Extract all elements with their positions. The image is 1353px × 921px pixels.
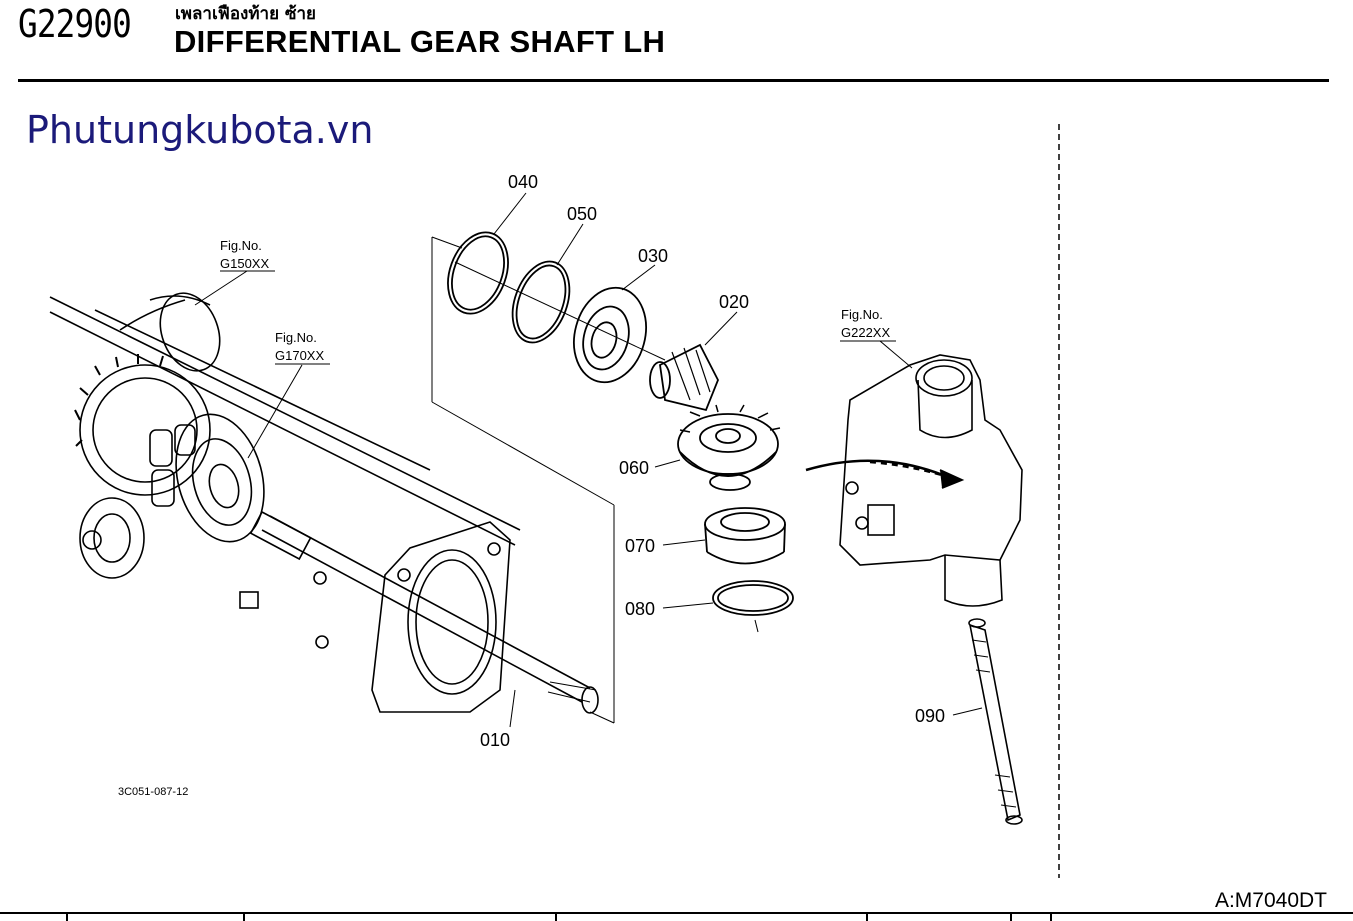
- footer-divider: [243, 912, 245, 921]
- fig-ref-label: Fig.No.: [220, 238, 262, 253]
- part-callout-070: 070: [625, 536, 655, 556]
- part-callout-040: 040: [508, 172, 538, 192]
- figure-reference-g150: Fig.No. G150XX: [220, 238, 269, 271]
- footer-divider: [66, 912, 68, 921]
- part-callout-010: 010: [480, 730, 510, 750]
- diagram-code: G22900: [18, 2, 132, 46]
- fig-ref-value: G170XX: [275, 348, 324, 363]
- watermark: Phutungkubota.vn: [26, 108, 374, 152]
- part-callout-020: 020: [719, 292, 749, 312]
- fig-ref-label: Fig.No.: [275, 330, 317, 345]
- exploded-parts-drawing: [447, 231, 965, 633]
- fig-ref-value: G150XX: [220, 256, 269, 271]
- fig-ref-value: G222XX: [841, 325, 890, 340]
- fig-ref-label: Fig.No.: [841, 307, 883, 322]
- right-housing-drawing: [839, 354, 1023, 825]
- part-callout-080: 080: [625, 599, 655, 619]
- part-callout-090: 090: [915, 706, 945, 726]
- drawing-code: 3C051-087-12: [118, 786, 188, 798]
- page-title: DIFFERENTIAL GEAR SHAFT LH: [174, 24, 666, 59]
- exploded-group-bracket: [431, 236, 615, 724]
- model-reference: A:M7040DT: [1214, 889, 1327, 912]
- leader-lines: [194, 192, 983, 728]
- footer-divider: [555, 912, 557, 921]
- figure-reference-g222: Fig.No. G222XX: [841, 307, 890, 340]
- axle-housing-drawing: [49, 292, 599, 714]
- part-callout-030: 030: [638, 246, 668, 266]
- title-thai: เพลาเฟืองท้าย ซ้าย: [175, 4, 317, 24]
- footer-divider: [866, 912, 868, 921]
- footer-divider: [1010, 912, 1012, 921]
- figure-reference-g170: Fig.No. G170XX: [275, 330, 324, 363]
- footer-rule: [0, 912, 1353, 914]
- part-callout-060: 060: [619, 458, 649, 478]
- footer-divider: [1050, 912, 1052, 921]
- part-callout-050: 050: [567, 204, 597, 224]
- header-rule: [18, 79, 1329, 82]
